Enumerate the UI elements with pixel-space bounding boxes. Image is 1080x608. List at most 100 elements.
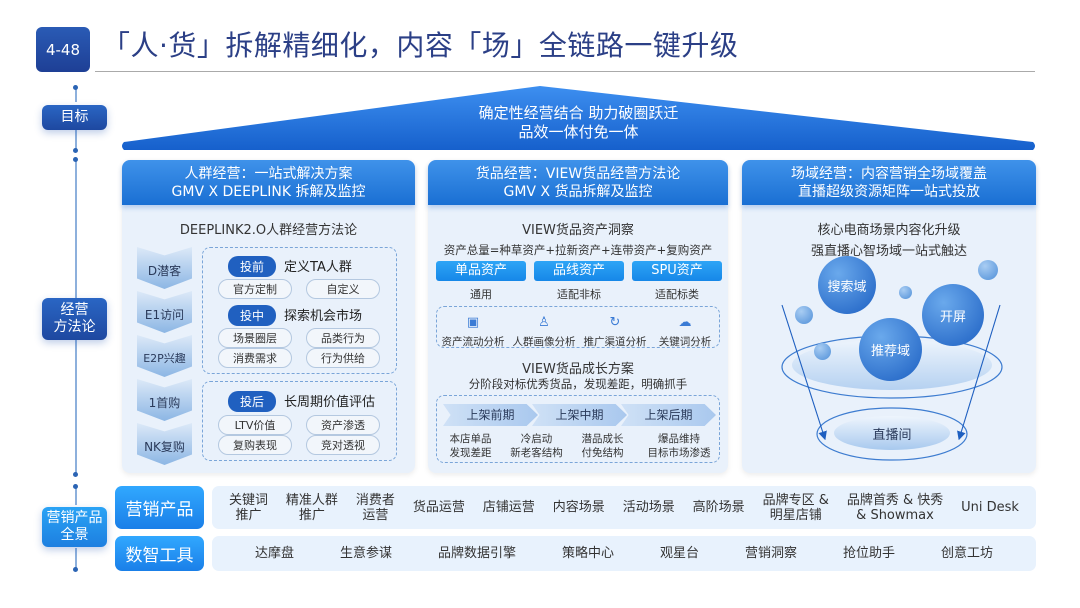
phase-detail: 冷启动新老客结构 [499,432,574,460]
timeline-segment [75,340,77,475]
small-bubble [795,306,813,324]
phase-detail: 本店单品发现差距 [433,432,508,460]
pill: 消费需求 [218,348,292,368]
product-item[interactable]: Uni Desk [961,500,1019,515]
side-tag-goal: 目标 [42,105,107,130]
scene-subtitle-1: 核心电商场景内容化升级 [817,223,961,238]
growth-subtitle: 分阶段对标优秀货品，发现差距，明确抓手 [468,377,688,391]
cloud-keyword-icon: ☁ [678,315,692,330]
people-panel-header: 人群经营：一站式解决方案 GMV X DEEPLINK 拆解及监控 [122,160,415,205]
scene-subtitle-2: 强直播心智场域一站式触达 [810,244,967,259]
pill: 官方定制 [218,279,292,299]
analysis-label: 资产流动分析 [441,336,505,348]
growth-phases-box: 上架前期 上架中期 上架后期 本店单品发现差距 冷启动新老客结构 潜品成长付免结… [436,395,720,463]
pill: 场景圈层 [218,328,292,348]
pill: 资产渗透 [306,415,380,435]
tool-item[interactable]: 观星台 [659,546,699,561]
growth-title: VIEW货品成长方案 [522,362,634,377]
funnel-step: E1访问 [137,291,192,333]
funnel-step: E2P兴趣 [137,335,192,377]
asset-spu: SPU资产 [632,261,722,281]
analysis-label: 关键词分析 [658,336,712,348]
timeline-dot [73,567,78,572]
pre-mid-stage-box: 投前定义TA人群 官方定制 自定义 投中探索机会市场 场景圈层 品类行为 消费需… [202,247,397,374]
stage-mid-pills-2: 消费需求 行为供给 [218,348,380,368]
timeline-segment [75,130,77,150]
stage-post-pills-2: 复购表现 竞对透视 [218,435,380,455]
small-bubble [814,343,831,360]
funnel-step: 1首购 [137,379,192,421]
product-item[interactable]: 消费者 运营 [355,492,395,523]
phase-detail-line: 本店单品 [449,433,492,445]
phase-detail-line: 潜品成长 [581,433,624,445]
phase-detail: 爆品维持目标市场渗透 [637,432,721,460]
small-bubble [899,286,912,299]
tool-item[interactable]: 营销洞察 [744,546,797,561]
product-item[interactable]: 品牌首秀 & 快秀 & Showmax [846,492,944,523]
goods-panel-header: 货品经营：VIEW货品经营方法论 GMV X 货品拆解及监控 [428,160,728,205]
product-item[interactable]: 内容场景 [552,500,605,515]
stage-post: 投后长周期价值评估 [228,391,375,412]
people-header-line-1: 人群经营：一站式解决方案 [184,166,353,182]
goods-header-line-1: 货品经营：VIEW货品经营方法论 [475,166,681,182]
pill: 复购表现 [218,435,292,455]
product-item[interactable]: 精准人群 推广 [285,492,338,523]
stage-mid: 投中探索机会市场 [228,305,362,326]
live-room-label: 直播间 [872,428,912,443]
timeline-dot [73,484,78,489]
page-number-badge: 4-48 [36,27,90,72]
tool-item[interactable]: 创意工坊 [940,546,993,561]
stage-label: 定义TA人群 [284,260,352,275]
product-item[interactable]: 货品运营 [412,500,465,515]
analysis-label: 人群画像分析 [512,336,576,348]
phase-detail: 潜品成长付免结构 [565,432,640,460]
goods-operations-panel: 货品经营：VIEW货品经营方法论 GMV X 货品拆解及监控 VIEW货品资产洞… [428,160,728,473]
timeline-segment [75,485,77,505]
bubble-search-domain: 搜索域 [818,256,876,314]
stage-post-pills: LTV价值 资产渗透 [218,415,380,435]
timeline-dot [73,148,78,153]
small-bubble [978,260,998,280]
tool-item[interactable]: 抢位助手 [842,546,895,561]
asset-product-line: 品线资产 [534,261,624,281]
asset-sub: 适配非标 [557,288,601,301]
stage-tag: 投前 [228,256,277,277]
timeline-segment [75,158,77,298]
timeline-segment [75,548,77,568]
phase-detail-line: 冷启动 [520,433,553,445]
analysis-item: ♙人群画像分析 [509,315,579,349]
pill: 品类行为 [306,328,380,348]
marketing-products-row: 关键词 推广 精准人群 推广 消费者 运营 货品运营 店铺运营 内容场景 活动场… [212,486,1036,529]
post-stage-box: 投后长周期价值评估 LTV价值 资产渗透 复购表现 竞对透视 [202,381,397,461]
bubble-recommend-domain: 推荐域 [859,318,922,381]
product-item[interactable]: 高阶场景 [692,500,745,515]
analysis-item: ▣ 资产流动分析 [438,315,508,349]
data-tools-row: 达摩盘 生意参谋 品牌数据引擎 策略中心 观星台 营销洞察 抢位助手 创意工坊 [212,536,1036,571]
stage-mid-pills: 场景圈层 品类行为 [218,328,380,348]
asset-sub: 适配标类 [655,288,699,301]
stage-pre: 投前定义TA人群 [228,256,352,277]
bubble-splash-screen: 开屏 [922,284,984,346]
pill: 行为供给 [306,348,380,368]
goal-roof-shape [122,86,1035,150]
asset-single-product: 单品资产 [436,261,526,281]
product-item[interactable]: 店铺运营 [482,500,535,515]
goal-line-1: 确定性经营结合 助力破圈跃迁 [478,104,679,122]
product-item[interactable]: 活动场景 [622,500,675,515]
funnel-step: NK复购 [137,423,192,465]
cycle-icon: ↻ [609,315,621,330]
chart-doc-icon: ▣ [466,315,480,330]
tool-item[interactable]: 品牌数据引擎 [437,546,516,561]
tool-item[interactable]: 策略中心 [561,546,614,561]
scene-header-line-2: 直播超级资源矩阵一站式投放 [798,184,980,200]
tool-item[interactable]: 生意参谋 [339,546,392,561]
product-item[interactable]: 品牌专区 & 明星店铺 [762,492,829,523]
goods-header-line-2: GMV X 货品拆解及监控 [503,184,653,200]
analysis-item: ↻推广渠道分析 [580,315,650,349]
product-item[interactable]: 关键词 推广 [228,492,268,523]
phase-detail-line: 爆品维持 [658,433,700,445]
phase-detail-line: 付免结构 [581,447,624,459]
tool-item[interactable]: 达摩盘 [254,546,294,561]
pill: LTV价值 [218,415,292,435]
people-operations-panel: 人群经营：一站式解决方案 GMV X DEEPLINK 拆解及监控 DEEPLI… [122,160,415,473]
